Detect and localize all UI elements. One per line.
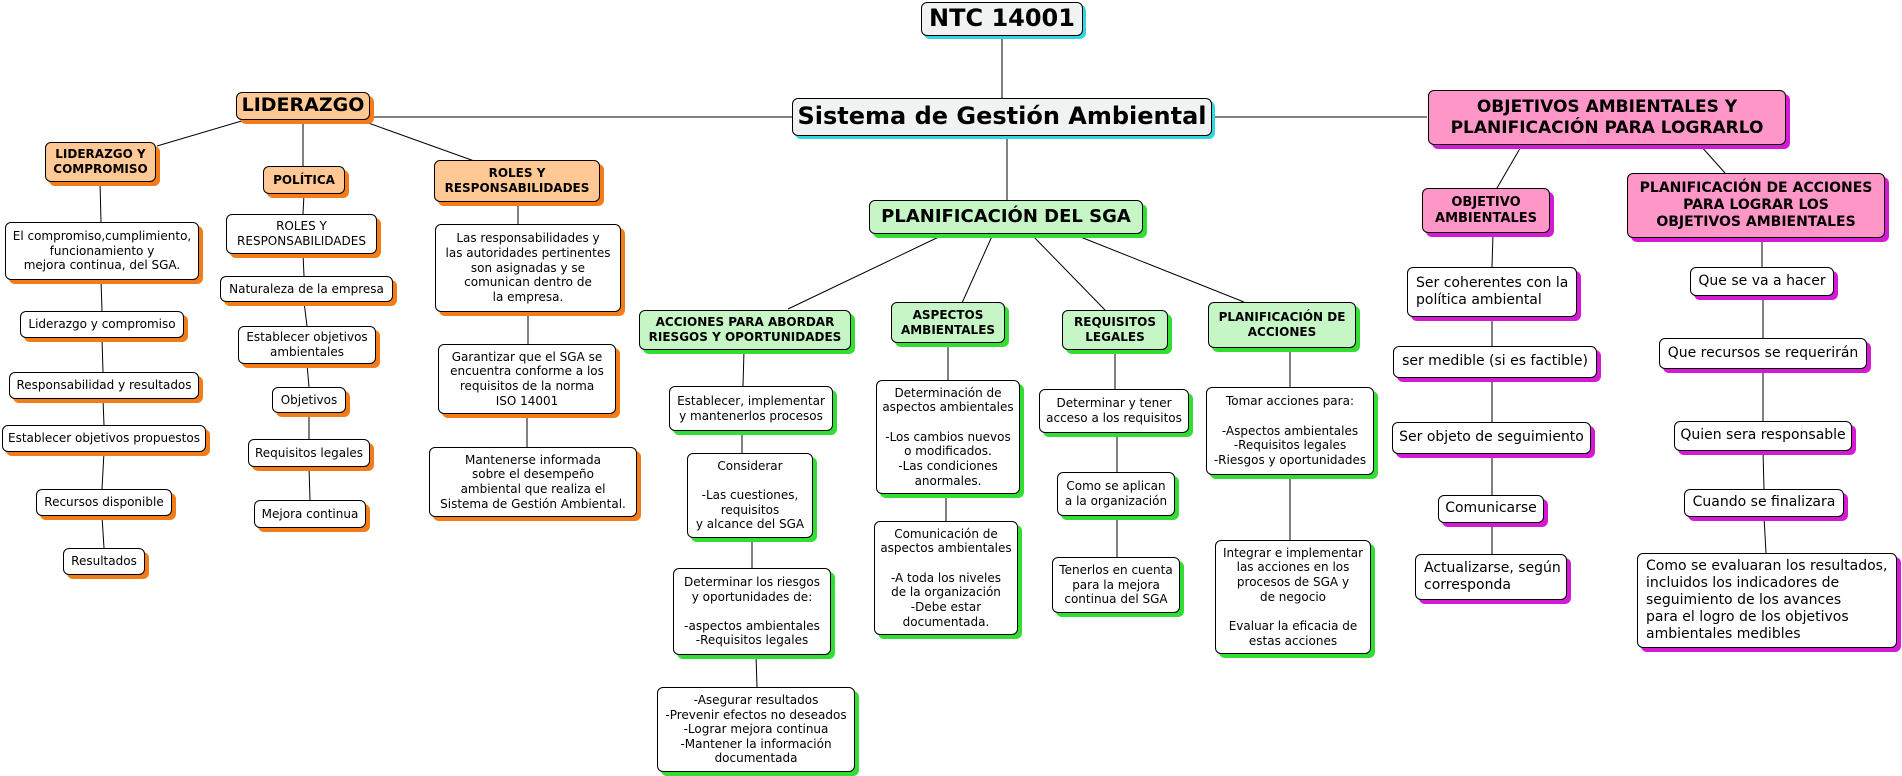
requisitos-legales-node: REQUISITOS LEGALES bbox=[1062, 310, 1168, 350]
connector bbox=[1699, 144, 1726, 174]
requisitos-item: Como se aplican a la organización bbox=[1057, 472, 1175, 516]
planificacion-acciones-item: Integrar e implementar las acciones en l… bbox=[1215, 540, 1371, 654]
planificacion-acciones-item: Tomar acciones para: -Aspectos ambiental… bbox=[1206, 387, 1374, 475]
objetivo-ambientales-node: OBJETIVO AMBIENTALES bbox=[1422, 188, 1550, 233]
plan-objetivos-item: Como se evaluaran los resultados, inclui… bbox=[1637, 553, 1897, 648]
liderazgo-node: LIDERAZGO bbox=[236, 92, 370, 120]
compromiso-item: El compromiso,cumplimiento, funcionamien… bbox=[5, 222, 199, 280]
liderazgo-compromiso-node: LIDERAZGO Y COMPROMISO bbox=[45, 142, 156, 182]
sga-central-node: Sistema de Gestión Ambiental bbox=[792, 98, 1212, 136]
roles-item: Mantenerse informada sobre el desempeño … bbox=[429, 447, 637, 517]
acciones-riesgos-item: Determinar los riesgos y oportunidades d… bbox=[673, 568, 831, 655]
connector bbox=[306, 363, 310, 388]
connector bbox=[961, 233, 994, 304]
politica-node: POLÍTICA bbox=[263, 166, 345, 194]
connector bbox=[99, 181, 102, 223]
plan-objetivos-item: Quien sera responsable bbox=[1674, 421, 1852, 451]
politica-item: Naturaleza de la empresa bbox=[220, 276, 393, 302]
compromiso-item: Establecer objetivos propuestos bbox=[2, 425, 206, 452]
objetivo-item: ser medible (si es factible) bbox=[1393, 346, 1597, 378]
connector bbox=[1072, 233, 1245, 303]
connector bbox=[1762, 450, 1765, 490]
compromiso-item: Recursos disponible bbox=[36, 489, 172, 516]
plan-objetivos-item: Cuando se finalizara bbox=[1684, 489, 1844, 517]
planificacion-acciones-node: PLANIFICACIÓN DE ACCIONES bbox=[1208, 302, 1356, 348]
planificacion-sga-node: PLANIFICACIÓN DEL SGA bbox=[869, 200, 1143, 234]
aspectos-item: Determinación de aspectos ambientales -L… bbox=[876, 380, 1020, 494]
connector bbox=[101, 337, 104, 373]
aspectos-item: Comunicación de aspectos ambientales -A … bbox=[874, 521, 1018, 635]
connector bbox=[1496, 144, 1523, 189]
connector bbox=[308, 466, 311, 501]
planificacion-acciones-objetivos-node: PLANIFICACIÓN DE ACCIONES PARA LOGRAR LO… bbox=[1627, 173, 1885, 238]
connector bbox=[755, 654, 758, 688]
connector bbox=[102, 398, 105, 426]
politica-item: Requisitos legales bbox=[248, 439, 370, 467]
roles-node: ROLES Y RESPONSABILIDADES bbox=[434, 160, 600, 202]
objetivo-item: Ser objeto de seguimiento bbox=[1392, 422, 1591, 454]
requisitos-item: Tenerlos en cuenta para la mejora contin… bbox=[1052, 557, 1180, 613]
connector bbox=[787, 233, 946, 310]
connector bbox=[1491, 232, 1494, 268]
objetivo-item: Ser coherentes con la política ambiental bbox=[1407, 267, 1577, 317]
plan-objetivos-item: Que recursos se requerirán bbox=[1659, 338, 1867, 369]
connector bbox=[101, 515, 105, 549]
aspectos-ambientales-node: ASPECTOS AMBIENTALES bbox=[891, 302, 1005, 343]
politica-item: Objetivos bbox=[272, 387, 346, 413]
acciones-riesgos-item: -Asegurar resultados -Prevenir efectos n… bbox=[657, 687, 855, 772]
connector bbox=[1763, 516, 1767, 554]
connector bbox=[302, 253, 305, 277]
objetivos-ambientales-node: OBJETIVOS AMBIENTALES Y PLANIFICACIÓN PA… bbox=[1428, 90, 1786, 145]
connector bbox=[742, 349, 745, 387]
connector bbox=[359, 119, 478, 163]
acciones-riesgos-node: ACCIONES PARA ABORDAR RIESGOS Y OPORTUNI… bbox=[639, 310, 851, 350]
objetivo-item: Comunicarse bbox=[1438, 495, 1544, 523]
acciones-riesgos-item: Establecer, implementar y mantenerlos pr… bbox=[669, 386, 833, 431]
politica-item: Mejora continua bbox=[254, 500, 366, 528]
roles-item: Las responsabilidades y las autoridades … bbox=[435, 224, 621, 312]
plan-objetivos-item: Que se va a hacer bbox=[1690, 267, 1834, 296]
politica-item: Establecer objetivos ambientales bbox=[238, 326, 376, 364]
connector bbox=[101, 451, 105, 490]
connector bbox=[303, 301, 308, 327]
connector bbox=[302, 193, 305, 215]
roles-item: Garantizar que el SGA se encuentra confo… bbox=[438, 344, 616, 414]
politica-item: ROLES Y RESPONSABILIDADES bbox=[226, 214, 377, 254]
compromiso-item: Liderazgo y compromiso bbox=[20, 311, 184, 338]
requisitos-item: Determinar y tener acceso a los requisit… bbox=[1039, 389, 1189, 433]
objetivo-item: Actualizarse, según corresponda bbox=[1415, 554, 1567, 600]
connector bbox=[156, 119, 246, 147]
acciones-riesgos-item: Considerar -Las cuestiones, requisitos y… bbox=[687, 453, 813, 538]
compromiso-item: Responsabilidad y resultados bbox=[9, 372, 199, 399]
connector bbox=[100, 279, 103, 312]
ntc-14001-node: NTC 14001 bbox=[921, 2, 1083, 36]
connector bbox=[1030, 233, 1106, 311]
compromiso-item: Resultados bbox=[63, 548, 145, 575]
